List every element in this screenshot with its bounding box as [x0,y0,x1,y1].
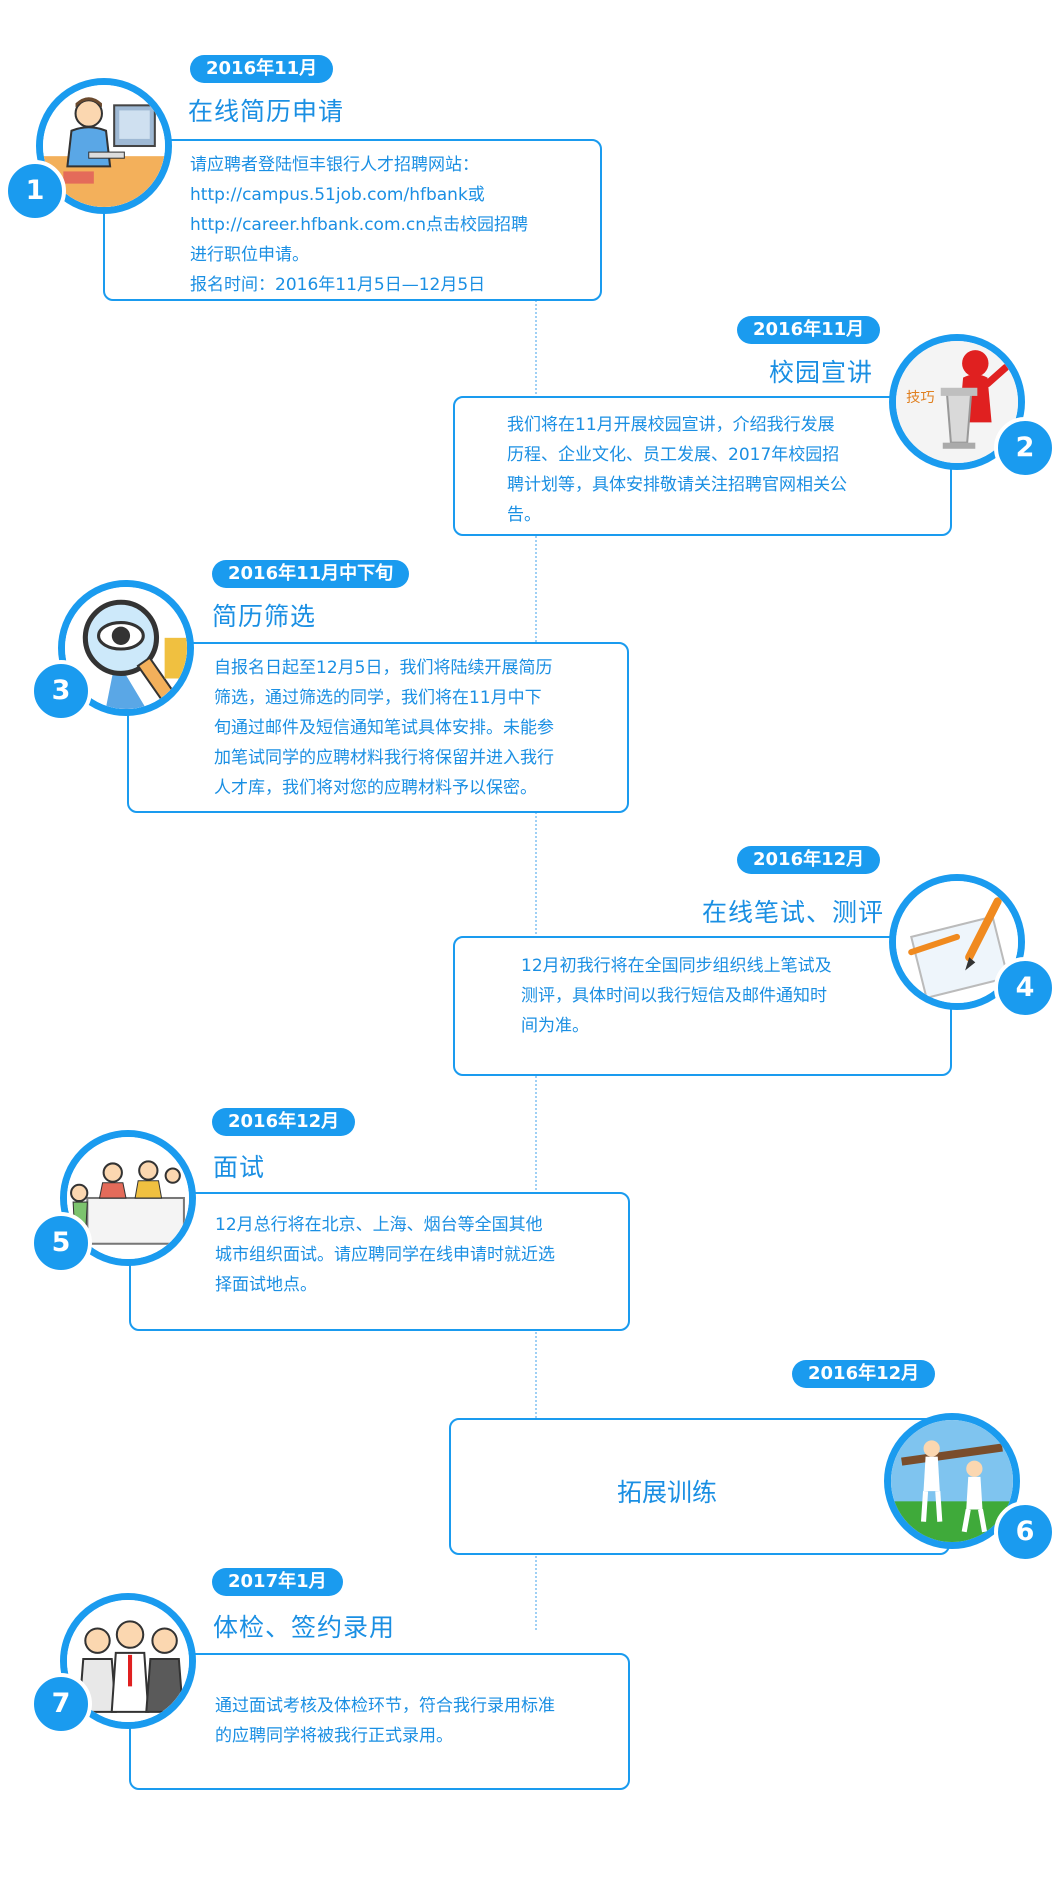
step-card [127,642,629,813]
magnifier-eye-illustration [58,580,194,716]
step-title: 体检、签约录用 [213,1613,396,1642]
step-number-badge: 4 [994,957,1056,1019]
step-card [453,936,952,1076]
step-title: 在线笔试、测评 [702,898,885,927]
step-title: 校园宣讲 [769,358,874,387]
photo-caption: 技巧 [906,389,934,406]
step-card [103,139,602,301]
step-card [449,1418,950,1555]
step-title: 面试 [213,1153,266,1182]
step-description: 自报名日起至12月5日，我们将陆续开展简历 筛选，通过筛选的同学，我们将在11月… [214,658,554,798]
step-date-badge: 2016年12月 [792,1360,936,1388]
step-number-badge: 5 [30,1212,92,1274]
step-description: 请应聘者登陆恒丰银行人才招聘网站： http://campus.51job.co… [190,155,529,295]
step-description: 我们将在11月开展校园宣讲，介绍我行发展 历程、企业文化、员工发展、2017年校… [507,415,847,525]
speaker-podium-illustration: 技巧 [889,334,1025,470]
step-number-badge: 7 [30,1673,92,1735]
step-title: 拓展训练 [617,1478,718,1507]
step-number-badge: 2 [994,417,1056,479]
step-date-badge: 2016年12月 [737,846,881,874]
step-number-badge: 6 [994,1501,1056,1563]
step-title: 简历筛选 [212,602,317,631]
step-title: 在线简历申请 [188,97,345,126]
step-description: 12月初我行将在全国同步组织线上笔试及 测评，具体时间以我行短信及邮件通知时 间… [521,956,832,1036]
step-card [453,396,952,536]
step-date-badge: 2016年11月 [737,316,881,344]
step-description: 12月总行将在北京、上海、烟台等全国其他 城市组织面试。请应聘同学在线申请时就近… [215,1215,555,1295]
outdoor-training-illustration [884,1413,1020,1549]
step-number-badge: 1 [4,160,66,222]
step-date-badge: 2017年1月 [212,1568,343,1596]
step-card [129,1653,630,1790]
step-date-badge: 2016年11月中下旬 [212,560,410,588]
step-date-badge: 2016年12月 [212,1108,356,1136]
step-number-badge: 3 [30,660,92,722]
pencil-paper-illustration [889,874,1025,1010]
step-description: 通过面试考核及体检环节，符合我行录用标准 的应聘同学将被我行正式录用。 [215,1696,555,1746]
step-date-badge: 2016年11月 [190,55,334,83]
